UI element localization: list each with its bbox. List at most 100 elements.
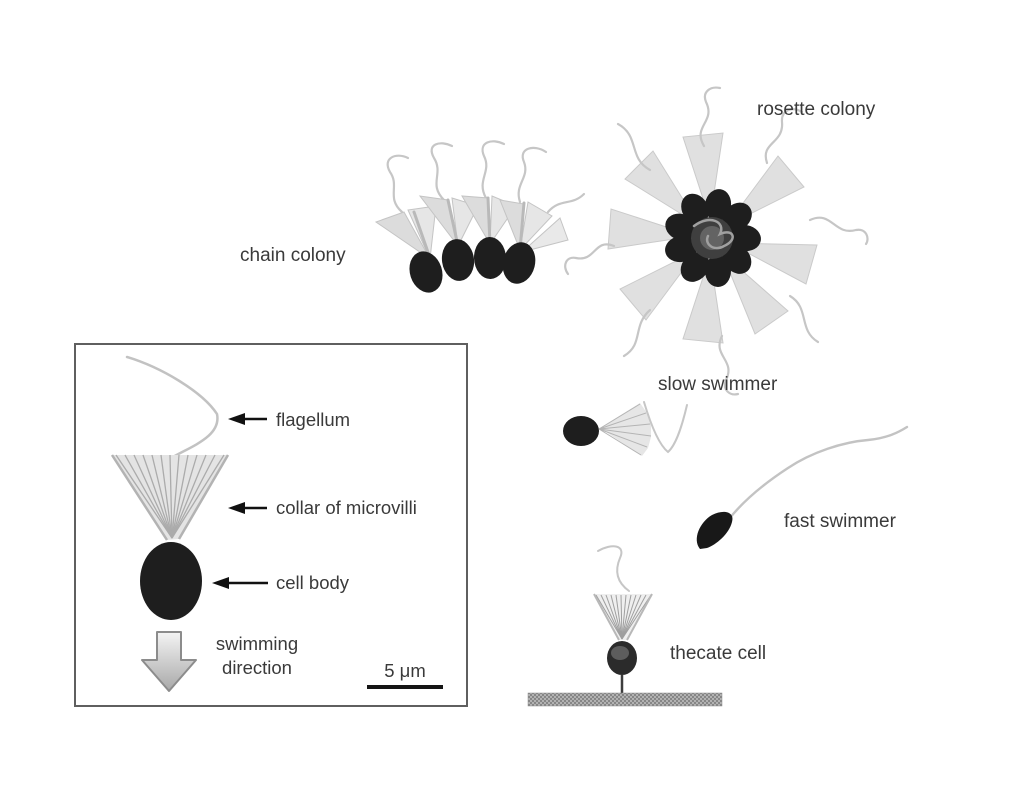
chain-colony-collar-stems (412, 196, 526, 260)
flagellum-curve (727, 425, 909, 521)
collar-fan-lines (595, 594, 652, 640)
collar-stem (518, 201, 526, 252)
microvillus-line (621, 594, 632, 640)
flagellum-curve (546, 192, 586, 214)
microvillus-line (620, 594, 623, 640)
collar-fan (519, 201, 553, 252)
chain-colony-collars (374, 195, 569, 261)
collar-fan (594, 594, 652, 640)
microvillus-line (171, 454, 189, 539)
microvillus-line (598, 428, 648, 448)
collar-fan (600, 403, 651, 456)
flagellum-curve (718, 334, 740, 396)
microvillus-line (124, 454, 173, 539)
cell-body-ellipse (563, 416, 599, 446)
flagellum-curve (622, 308, 652, 358)
microvillus-line (615, 594, 623, 640)
cell-body-ellipse (681, 193, 709, 225)
flagellum-curve (386, 154, 410, 214)
chain-colony-cells (409, 237, 536, 293)
collar-edge (626, 593, 653, 641)
cell-body-teardrop (696, 511, 733, 549)
chain-colony-label: chain colony (240, 245, 346, 266)
flagellum-arrowhead (228, 413, 245, 425)
microvillus-line (115, 454, 173, 539)
cell-body-ellipse (409, 251, 443, 293)
swimming-direction-label-line1: swimming (216, 633, 298, 654)
flagellum-curve (788, 294, 820, 344)
rosette-center-flagellum (692, 218, 734, 250)
microvillus-line (169, 454, 173, 539)
rosette-center-inner (700, 226, 724, 250)
microvillus-line (598, 428, 642, 456)
microvillus-line (598, 403, 641, 430)
microvillus-line (621, 594, 647, 640)
thecate-cell-illustration (527, 545, 723, 707)
microvillus-line (171, 454, 180, 539)
microvillus-line (171, 454, 216, 539)
collar-fan (521, 217, 569, 253)
flagellum-curve (430, 142, 454, 202)
scale-bar-label: 5 μm (384, 660, 426, 681)
collar-fan (374, 211, 431, 260)
cell-body-arrowhead (212, 577, 229, 589)
collar-fan-lines (598, 403, 652, 456)
fast-swimmer-illustration (696, 425, 909, 549)
flagellum-curve (764, 108, 804, 165)
cell-body-ellipse (473, 237, 507, 279)
collar-arrowhead (228, 502, 245, 514)
collar-fan-edges (593, 593, 653, 641)
inset-box-border (74, 343, 468, 707)
microvillus-line (621, 594, 652, 640)
cell-body-ellipse (502, 242, 536, 284)
microvillus-line (598, 412, 647, 430)
microvillus-line (598, 428, 652, 437)
cell-body-ellipse (441, 239, 475, 281)
inset-anatomy-panel: flagellum collar of microvilli cell body… (74, 343, 468, 707)
flagellum-curve (699, 86, 722, 148)
flagellum-label: flagellum (276, 409, 350, 430)
microvillus-line (160, 454, 173, 539)
microvillus-line (151, 454, 173, 539)
cell-body-ellipse (705, 255, 731, 287)
collar-stem (412, 210, 432, 260)
cell-body-label: cell body (276, 572, 350, 593)
collar-fan (728, 242, 818, 285)
slow-swimmer-illustration (563, 401, 688, 456)
swimming-direction-arrow (141, 631, 197, 692)
flagellum-curve (643, 401, 688, 454)
rosette-flagella (564, 86, 869, 396)
collar-edge (177, 454, 230, 540)
swimming-direction-label-line2: direction (222, 657, 292, 678)
collar-fan-lines (115, 454, 225, 539)
microvillus-line (171, 454, 225, 539)
rosette-cells (665, 189, 761, 287)
flagellum-curve (517, 146, 548, 204)
collar-of-microvilli-label: collar of microvilli (276, 497, 417, 518)
microvillus-line (605, 594, 623, 640)
cell-body-theca-highlight (611, 646, 629, 660)
thecate-cell-label: thecate cell (670, 643, 766, 664)
microvillus-line (621, 594, 627, 640)
collar-stem (486, 196, 492, 246)
fast-swimmer-label: fast swimmer (784, 511, 897, 532)
microvillus-line (621, 594, 642, 640)
microvillus-line (600, 594, 623, 640)
flagellum-curve (808, 216, 869, 246)
microvillus-line (171, 454, 198, 539)
microvillus-line (610, 594, 623, 640)
collar-edge (110, 454, 169, 541)
annotation-arrows (212, 413, 268, 589)
flagellum-curve (616, 122, 652, 172)
rosette-colony-label: rosette colony (757, 99, 876, 120)
microvillus-line (171, 454, 207, 539)
microvillus-line (142, 454, 173, 539)
microvillus-line (133, 454, 173, 539)
substrate-bar (527, 692, 723, 707)
cell-body-ellipse (140, 542, 202, 620)
collar-fan (619, 249, 699, 321)
rosette-colony-illustration (564, 86, 869, 396)
microvillus-line (598, 423, 651, 430)
flagellum-curve (564, 243, 616, 276)
